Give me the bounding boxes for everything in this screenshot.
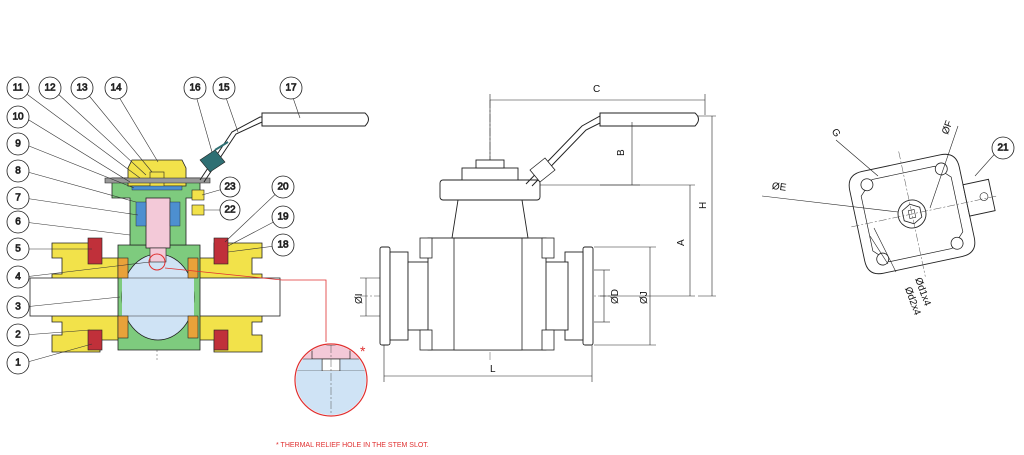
callout-20: 20 bbox=[271, 175, 295, 199]
callout-8: 8 bbox=[6, 159, 30, 183]
callout-18: 18 bbox=[271, 233, 295, 257]
svg-text:11: 11 bbox=[13, 83, 24, 94]
svg-text:7: 7 bbox=[15, 193, 21, 204]
svg-text:3: 3 bbox=[15, 302, 21, 313]
svg-text:1: 1 bbox=[15, 358, 21, 369]
detail-view: * bbox=[164, 267, 368, 417]
svg-text:8: 8 bbox=[15, 166, 21, 177]
left-bottom-nut bbox=[87, 329, 103, 351]
svg-text:19: 19 bbox=[277, 212, 289, 223]
svg-text:12: 12 bbox=[44, 83, 56, 94]
dim-OF: ØF bbox=[940, 119, 955, 136]
callout-13: 13 bbox=[70, 76, 94, 100]
front-view bbox=[360, 100, 699, 360]
dim-OD: ØD bbox=[610, 289, 621, 304]
left-top-nut bbox=[87, 237, 103, 265]
callout-21: 21 bbox=[991, 136, 1015, 160]
callout-16: 16 bbox=[183, 76, 207, 100]
callout-10: 10 bbox=[6, 105, 30, 129]
section-view bbox=[29, 112, 369, 360]
svg-text:23: 23 bbox=[224, 182, 236, 193]
dim-C: C bbox=[593, 84, 600, 95]
callout-22: 22 bbox=[219, 199, 241, 221]
dim-OI: ØI bbox=[354, 293, 365, 304]
svg-text:10: 10 bbox=[12, 112, 24, 123]
callout-6: 6 bbox=[6, 210, 30, 234]
dim-L: L bbox=[490, 364, 496, 375]
svg-text:22: 22 bbox=[224, 205, 236, 216]
svg-text:15: 15 bbox=[218, 83, 230, 94]
svg-text:21: 21 bbox=[997, 143, 1009, 154]
svg-text:9: 9 bbox=[15, 139, 21, 150]
callout-14: 14 bbox=[104, 76, 128, 100]
callout-5: 5 bbox=[6, 237, 30, 261]
svg-text:18: 18 bbox=[277, 240, 289, 251]
callout-1: 1 bbox=[6, 351, 30, 375]
callout-9: 9 bbox=[6, 132, 30, 156]
callout-15: 15 bbox=[212, 76, 236, 100]
callout-11: 11 bbox=[6, 76, 30, 100]
front-dimensions bbox=[360, 94, 716, 382]
callout-2: 2 bbox=[6, 323, 30, 347]
svg-text:2: 2 bbox=[15, 330, 21, 341]
right-bottom-nut bbox=[213, 329, 229, 351]
stem bbox=[145, 197, 171, 249]
dim-OJ: ØJ bbox=[639, 291, 650, 304]
callout-3: 3 bbox=[6, 295, 30, 319]
svg-text:20: 20 bbox=[277, 182, 289, 193]
top-view bbox=[848, 151, 999, 277]
svg-text:16: 16 bbox=[189, 83, 201, 94]
dim-G: G bbox=[829, 127, 843, 140]
callouts: 11 12 13 14 16 15 17 10 9 8 7 6 5 4 3 2 … bbox=[6, 76, 1015, 375]
detail-asterisk: * bbox=[360, 343, 366, 359]
handle-lock bbox=[199, 149, 226, 173]
callout-7: 7 bbox=[6, 186, 30, 210]
callout-12: 12 bbox=[38, 76, 62, 100]
svg-text:6: 6 bbox=[15, 217, 21, 228]
callout-19: 19 bbox=[271, 205, 295, 229]
svg-text:13: 13 bbox=[76, 83, 88, 94]
callout-4: 4 bbox=[6, 265, 30, 289]
handle-arm bbox=[104, 177, 211, 184]
thermal-relief-note: * THERMAL RELIEF HOLE IN THE STEM SLOT. bbox=[276, 442, 429, 449]
dim-H: H bbox=[698, 202, 709, 209]
handle-grip bbox=[261, 112, 369, 127]
dim-B: B bbox=[616, 149, 627, 156]
svg-text:5: 5 bbox=[15, 244, 21, 255]
svg-text:14: 14 bbox=[110, 83, 122, 94]
top-dimensions bbox=[761, 125, 959, 273]
callout-23: 23 bbox=[219, 176, 241, 198]
dim-A: A bbox=[676, 239, 687, 246]
svg-text:4: 4 bbox=[15, 272, 21, 283]
svg-text:17: 17 bbox=[285, 83, 297, 94]
callout-17: 17 bbox=[279, 76, 303, 100]
dim-OE: ØE bbox=[771, 181, 787, 194]
right-top-nut bbox=[213, 237, 229, 265]
